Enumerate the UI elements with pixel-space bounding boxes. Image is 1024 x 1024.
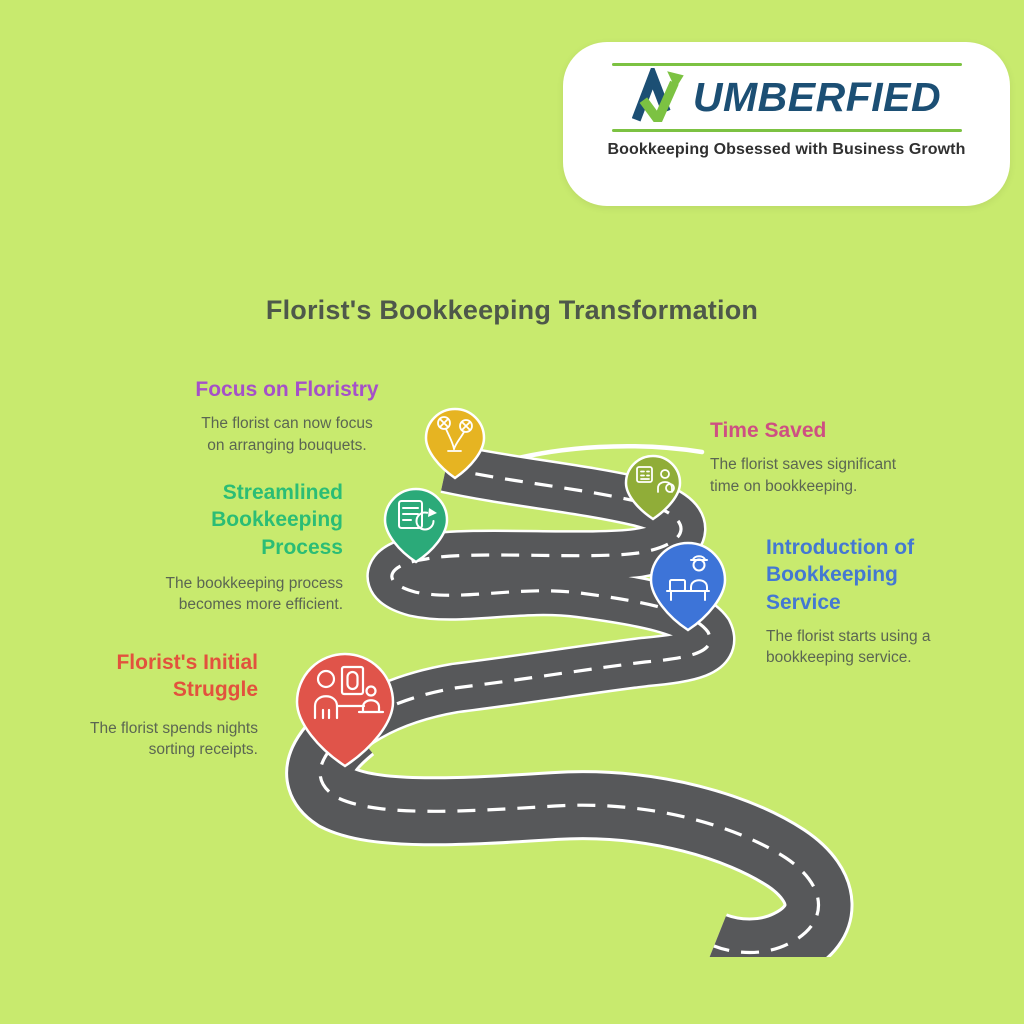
milestone-time-saved: Time Saved The florist saves significant… [710, 417, 972, 497]
logo-card: UMBERFIED Bookkeeping Obsessed with Busi… [563, 42, 1010, 206]
milestone-heading: Focus on Floristry [195, 378, 379, 401]
logo-accent-line-bottom [611, 129, 962, 132]
milestone-description: The florist spends nights sorting receip… [89, 719, 258, 758]
brand-name-text: UMBERFIED [692, 73, 942, 120]
bookkeeper-desk-icon [666, 555, 710, 601]
road-centerline-lower [318, 726, 821, 955]
milestone-heading: Time Saved [710, 419, 827, 442]
brand-wordmark: UMBERFIED [631, 68, 942, 128]
time-saved-icon [636, 466, 675, 493]
page-title: Florist's Bookkeeping Transformation [265, 295, 759, 325]
milestone-introduction-of-bookkeeping-service: Introduction of Bookkeeping Service The … [766, 534, 984, 669]
milestone-streamlined-bookkeeping-process: Streamlined Bookkeeping Process The book… [126, 479, 343, 616]
milestone-description: The florist saves significant time on bo… [710, 456, 897, 495]
ledger-sync-icon [398, 500, 437, 531]
pin-introduction-of-bookkeeping-service [649, 541, 727, 632]
pin-time-saved [624, 454, 682, 521]
milestone-heading: Florist's Initial Struggle [116, 651, 258, 702]
brand-tagline: Bookkeeping Obsessed with Business Growt… [607, 141, 966, 158]
milestone-heading: Streamlined Bookkeeping Process [211, 481, 343, 559]
sorting-receipts-icon [313, 665, 385, 720]
milestone-focus-on-floristry: Focus on Floristry The florist can now f… [163, 376, 411, 456]
road-end-cut [590, 957, 890, 1024]
pin-florists-initial-struggle [295, 652, 395, 768]
milestone-florists-initial-struggle: Florist's Initial Struggle The florist s… [50, 649, 258, 760]
logo-accent-line-top [611, 63, 962, 66]
milestone-description: The bookkeeping process becomes more eff… [165, 574, 343, 614]
florist-icon [437, 416, 473, 452]
milestone-description: The florist can now focus on arranging b… [201, 415, 373, 454]
pin-focus-on-floristry [424, 407, 486, 480]
milestone-description: The florist starts using a bookkeeping s… [766, 627, 931, 667]
pin-streamlined-bookkeeping-process [383, 487, 449, 564]
brand-n-arrow-icon [631, 68, 684, 122]
road-upper [338, 445, 733, 747]
milestone-heading: Introduction of Bookkeeping Service [766, 536, 915, 614]
